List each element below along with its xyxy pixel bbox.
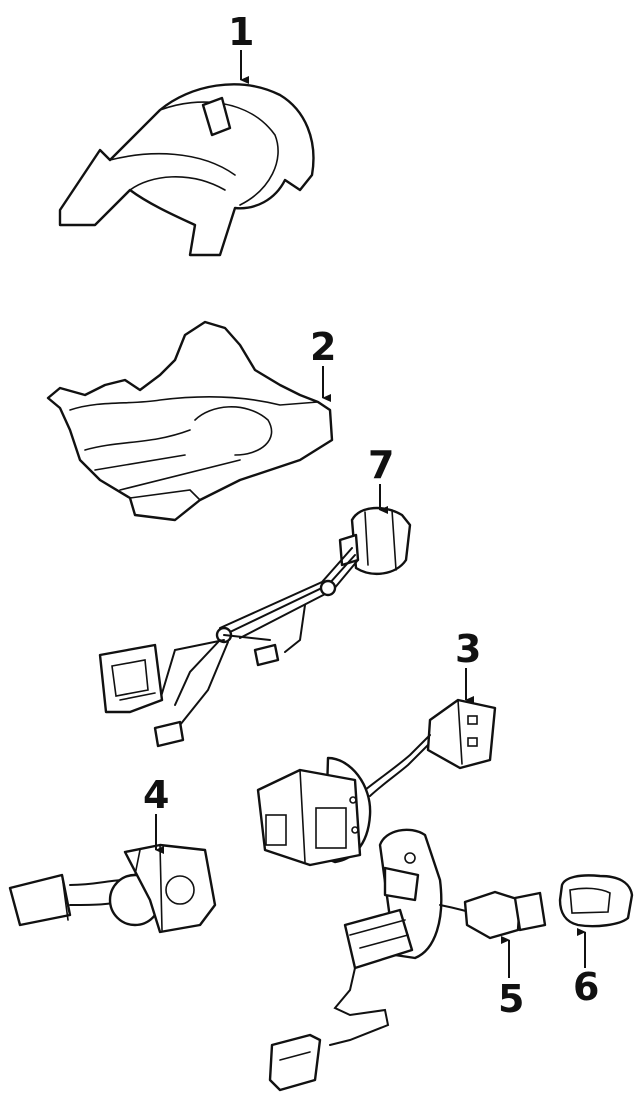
svg-text:6: 6 [573,965,599,1009]
svg-text:4: 4 [143,773,169,817]
svg-text:7: 7 [368,443,394,487]
svg-text:5: 5 [498,977,524,1021]
svg-text:2: 2 [310,325,336,369]
callout-5: 5 [498,936,524,1021]
callout-1: 1 [228,10,254,84]
wiring-harness[interactable] [98,506,412,748]
wiper-switch[interactable] [256,698,497,867]
callout-4: 4 [143,773,169,854]
svg-text:3: 3 [455,627,481,671]
upper-shroud[interactable] [58,83,315,257]
switch-knob[interactable] [558,874,634,928]
turn-signal-switch[interactable] [8,843,217,934]
lower-shroud[interactable] [46,320,334,522]
callout-7: 7 [368,443,394,514]
callout-3: 3 [455,627,481,704]
callout-2: 2 [310,325,336,402]
svg-text:1: 1 [228,10,254,54]
ignition-switch-harness[interactable] [268,828,547,1092]
callout-6: 6 [573,928,599,1009]
